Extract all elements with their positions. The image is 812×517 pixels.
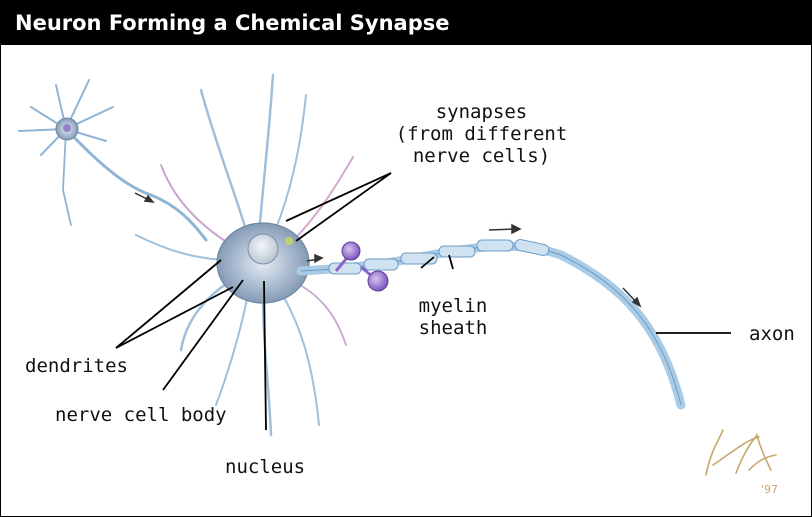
direction-arrow-icon (135, 193, 640, 306)
neighbor-neuron (19, 80, 206, 240)
label-nerve-cell-body: nerve cell body (55, 404, 227, 426)
label-synapses-line-1: synapses (389, 101, 574, 123)
label-axon: axon (749, 323, 795, 345)
label-dendrites: dendrites (25, 355, 128, 377)
artist-signature: '97 (706, 430, 778, 496)
diagram-title: Neuron Forming a Chemical Synapse (1, 1, 811, 45)
label-nucleus: nucleus (225, 456, 305, 478)
label-myelin-sheath: myelin sheath (411, 295, 495, 339)
label-synapses-line-3: nerve cells) (389, 145, 574, 167)
label-synapses: synapses (from different nerve cells) (389, 101, 574, 167)
label-myelin-line-2: sheath (411, 317, 495, 339)
label-myelin-line-1: myelin (411, 295, 495, 317)
neighbor-neuron-nucleus (63, 124, 71, 132)
cell-nucleus (248, 234, 278, 264)
label-synapses-line-2: (from different (389, 123, 574, 145)
svg-text:'97: '97 (761, 483, 778, 496)
